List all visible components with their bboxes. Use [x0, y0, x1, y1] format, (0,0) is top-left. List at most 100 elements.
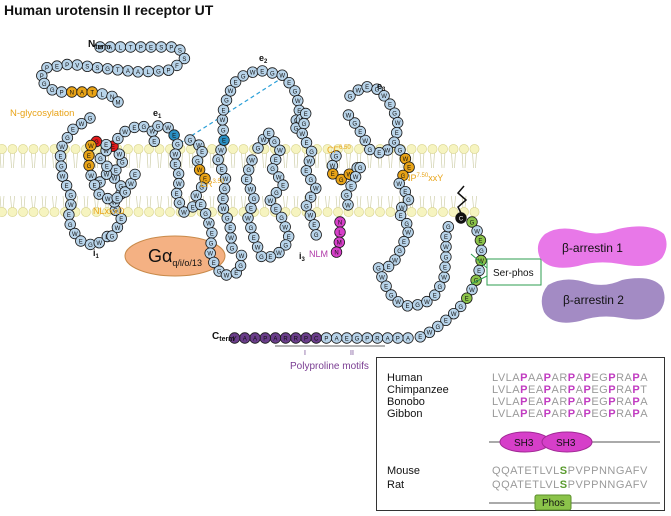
sequence-residue: A: [510, 465, 518, 477]
sequence-residue: P: [567, 408, 576, 420]
e2-residue: [224, 85, 237, 97]
lipid-head: [333, 207, 343, 217]
sequence-residue: F: [632, 465, 641, 477]
e3-residue-letter: E: [395, 131, 399, 137]
tm6-residue: [342, 199, 354, 211]
sequence-residue: P: [591, 479, 599, 491]
tm5b-residue-letter: E: [304, 112, 308, 118]
sequence-residue: S: [559, 479, 568, 491]
e1-residue-letter: G: [156, 124, 161, 130]
lipid-head: [448, 207, 459, 217]
sequence-residue: G: [599, 408, 609, 420]
sequence-residue: R: [616, 384, 625, 396]
e1-residue-letter: W: [165, 126, 171, 132]
sequence-residue: L: [505, 384, 513, 396]
e2-residue-letter: W: [228, 89, 234, 95]
tm1-residue-letter: E: [67, 213, 71, 219]
lipid-head: [144, 207, 154, 217]
tm5-residue-letter: G: [274, 191, 279, 197]
lipid-head: [417, 144, 427, 154]
tm7-residue-letter: W: [443, 245, 449, 251]
sequence-residue: N: [607, 479, 616, 491]
tm1-residue: [93, 236, 105, 249]
sequence-residue: A: [535, 408, 544, 420]
sequence-residue: P: [632, 372, 641, 384]
beta-arrestin-2-label: β-arrestin 2: [563, 293, 624, 307]
species-label: Bonobo: [387, 396, 425, 408]
tm6-residue: [327, 168, 339, 180]
nterm-residue-letter: N: [70, 90, 74, 96]
tm5b-residue: [300, 165, 313, 177]
tm6-residue-letter: G: [334, 154, 339, 160]
lipid-head: [354, 207, 364, 217]
tm7-residue: [393, 177, 405, 190]
sequence-residue: Q: [501, 479, 511, 491]
sequence-residue: N: [598, 479, 608, 491]
sequence-residue: L: [505, 408, 513, 420]
ser-region-residue-letter: E: [478, 239, 482, 245]
tm5-residue-letter: E: [274, 158, 278, 164]
lipid-head: [238, 144, 249, 154]
e3-residue: [359, 134, 371, 147]
tm1-residue-letter: W: [59, 145, 65, 151]
sequence-residue: A: [512, 372, 521, 384]
ser-phos-box: [486, 258, 542, 286]
tm3-residue-letter: G: [217, 270, 222, 276]
nterm-residue-letter: S: [159, 45, 163, 51]
sequence-residue: V: [545, 479, 554, 491]
cterm-residue-letter: A: [273, 336, 277, 342]
e2-residue-letter: E: [287, 81, 291, 87]
e3-residue-letter: G: [348, 94, 353, 100]
ser-region-residue-letter: G: [470, 220, 475, 226]
tm2b-residue-letter: G: [98, 157, 103, 163]
tm7-residue-letter: W: [379, 275, 385, 281]
lipid-head: [7, 144, 18, 154]
e1-residue-letter: E: [173, 163, 177, 169]
sequence-residue: A: [527, 372, 536, 384]
e3-residue: [384, 98, 396, 110]
tm2-residue: [119, 125, 131, 138]
species-label: Rat: [387, 479, 405, 491]
e2-residue-letter: E: [297, 109, 301, 115]
tm5-residue-letter: G: [270, 167, 275, 173]
aligned-sequence: QQATETLVLSPVPPNNGAFV: [492, 465, 648, 477]
sequence-residue: A: [535, 372, 544, 384]
sequence-residue: G: [599, 384, 609, 396]
sequence-residue: V: [640, 479, 648, 491]
sequence-residue: G: [615, 465, 625, 477]
tm5b-residue-letter: E: [312, 223, 316, 229]
lipid-head: [364, 207, 375, 217]
nlxxxd-motif-label: NLxxxD: [93, 206, 125, 216]
sequence-residue: E: [524, 465, 533, 477]
tm2-residue-letter: E: [132, 126, 136, 132]
lipid-head: [154, 207, 165, 217]
sequence-residue: R: [559, 396, 568, 408]
tm1-residue-letter: E: [65, 184, 69, 190]
tm3-residue-letter: W: [239, 254, 245, 260]
nterm-residue-letter: L: [147, 70, 151, 76]
e3-residue: [364, 143, 376, 156]
e1-residue-letter: E: [191, 205, 195, 211]
lipid-head: [133, 144, 144, 154]
tm5b-residue-letter: E: [304, 169, 308, 175]
tm1-residue-letter: W: [79, 122, 85, 128]
sequence-residue: S: [559, 465, 568, 477]
alignment-annotations: SH3 SH3 Phos: [489, 431, 660, 511]
sequence-residue: L: [553, 479, 560, 491]
sequence-residue: A: [551, 408, 560, 420]
tm6-residue: [335, 173, 347, 186]
e2-residue-letter: W: [218, 148, 224, 154]
tm1-residue-letter: W: [96, 241, 102, 247]
sequence-residue: L: [492, 408, 498, 420]
tm5-residue-letter: E: [245, 178, 249, 184]
tm7-residue-letter: G: [389, 293, 394, 299]
nterm-residue-letter: P: [65, 63, 69, 69]
e2-residue-letter: E: [221, 197, 225, 203]
nterm-residue-letter: A: [108, 45, 112, 51]
sequence-residue: N: [607, 465, 616, 477]
tm3-residue-letter: E: [199, 203, 203, 209]
tm7-residue-letter: G: [444, 255, 449, 261]
tm7-residue-letter: W: [403, 157, 409, 163]
